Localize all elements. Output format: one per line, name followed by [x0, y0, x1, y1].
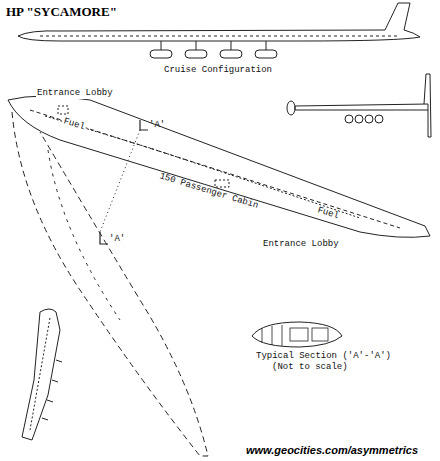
plan-view	[8, 96, 430, 456]
view-caption: Cruise Configuration	[164, 66, 272, 76]
watermark: www.geocities.com/asymmetrics	[246, 444, 418, 456]
section-mark: 'A'	[149, 121, 165, 131]
part-label: Fuel	[61, 117, 86, 133]
title: HP "SYCAMORE"	[6, 4, 117, 20]
inset-plan	[22, 309, 62, 440]
section-caption: Typical Section ('A'-'A')	[256, 352, 391, 362]
part-label: Entrance Lobby	[36, 89, 114, 99]
section-mark: 'A'	[109, 235, 125, 245]
section-view	[252, 322, 342, 347]
part-label: Entrance Lobby	[262, 240, 340, 250]
front-view	[287, 74, 431, 137]
section-note: (Not to scale)	[272, 363, 348, 373]
